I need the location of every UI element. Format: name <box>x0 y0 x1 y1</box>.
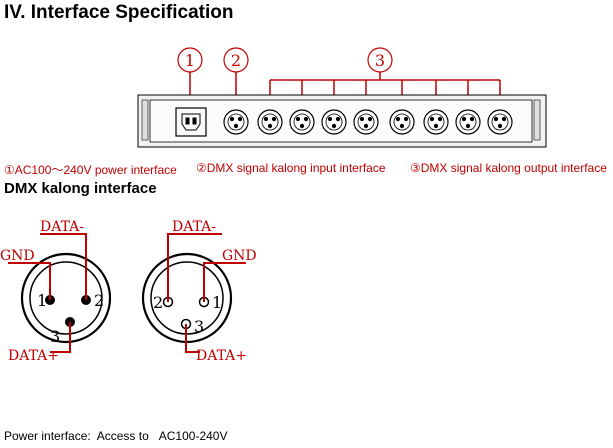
female-gnd-label: GND <box>222 248 257 264</box>
legend-item-input: ②DMX signal kalong input interface <box>196 161 386 175</box>
page-title: IV. Interface Specification <box>4 2 234 23</box>
power-socket-icon <box>175 107 207 137</box>
svg-text:3: 3 <box>375 51 385 70</box>
dmx-output-connector-icon <box>289 109 315 135</box>
male-pin-3-label: 3 <box>50 327 60 346</box>
footer-label: Power interface: <box>4 429 91 443</box>
xlr-female-diagram: DATA- GND DATA+ 2 1 3 <box>141 219 257 364</box>
dmx-output-connectors <box>257 109 513 135</box>
dmx-output-connector-icon <box>487 109 513 135</box>
section-subtitle: DMX kalong interface <box>4 180 157 197</box>
dmx-output-connector-icon <box>257 109 283 135</box>
male-pin-2-label: 2 <box>94 291 104 310</box>
callout-1: 1 <box>177 47 203 73</box>
footer-access: Access to <box>96 429 149 443</box>
dmx-input-connector-icon <box>223 109 249 135</box>
dmx-output-connector-icon <box>389 109 415 135</box>
footer-value: AC100-240V <box>158 429 228 443</box>
dmx-output-connector-icon <box>423 109 449 135</box>
svg-text:1: 1 <box>185 51 195 70</box>
male-data-minus-label: DATA- <box>40 219 84 235</box>
female-pin-2-label: 2 <box>153 293 163 312</box>
legend-item-output: ③DMX signal kalong output interface <box>410 161 607 175</box>
male-data-plus-label: DATA+ <box>8 348 59 364</box>
male-pin-1-label: 1 <box>37 291 47 310</box>
dmx-output-connector-icon <box>321 109 347 135</box>
female-pin-3-label: 3 <box>194 317 204 336</box>
svg-text:2: 2 <box>231 51 241 70</box>
dmx-output-connector-icon <box>353 109 379 135</box>
female-data-plus-label: DATA+ <box>196 348 247 364</box>
legend-item-power: ①AC100～240V power interface <box>4 163 177 177</box>
male-gnd-label: GND <box>0 248 35 264</box>
xlr-male-diagram: DATA- GND DATA+ 1 2 3 <box>0 219 112 364</box>
callout-2: 2 <box>223 47 249 73</box>
callout-3: 3 <box>367 47 393 73</box>
footer-power-spec: Power interface: Access to AC100-240V <box>4 429 227 443</box>
female-data-minus-label: DATA- <box>172 219 216 235</box>
dmx-output-connector-icon <box>455 109 481 135</box>
female-pin-1-label: 1 <box>212 293 222 312</box>
